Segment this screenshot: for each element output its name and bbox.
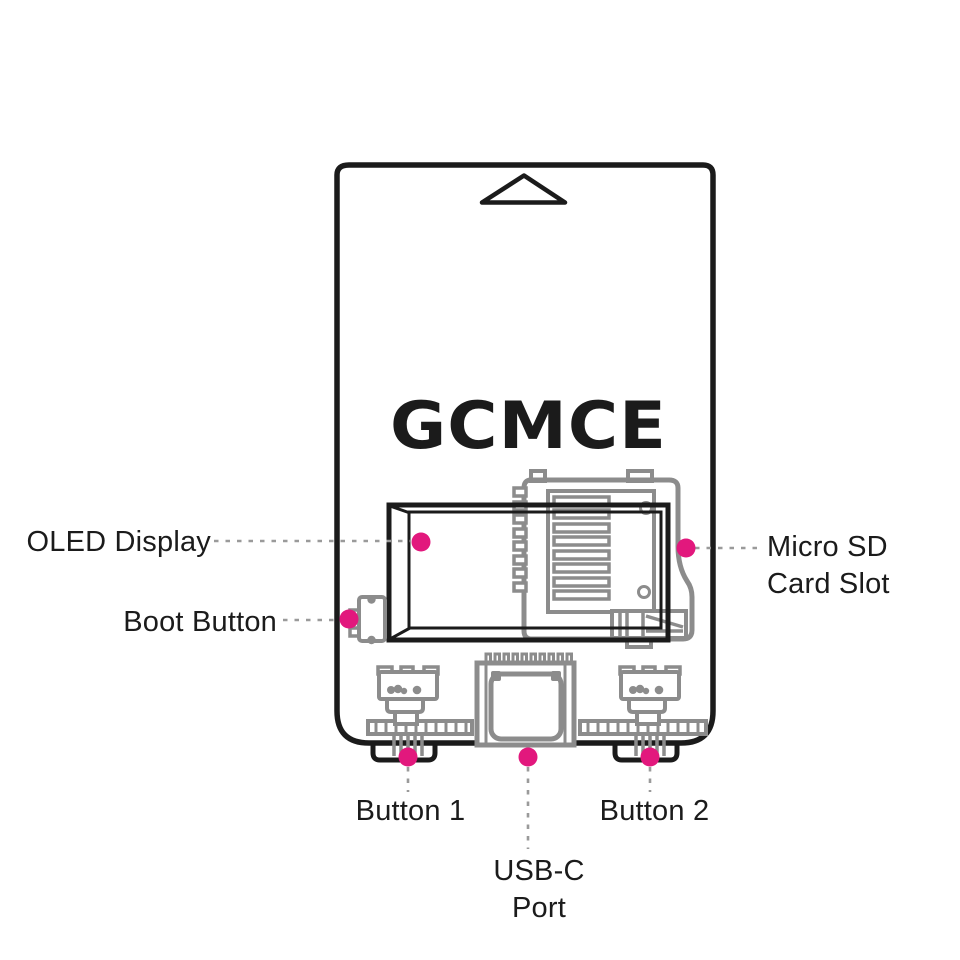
- usbc-corner-left: [491, 671, 501, 681]
- label-micro-sd: Micro SD Card Slot: [767, 529, 917, 603]
- label-micro-sd-line1: Micro SD: [767, 531, 888, 563]
- sd-detect-switch-lines: [618, 611, 684, 638]
- label-button-2: Button 2: [599, 795, 710, 827]
- label-button-1: Button 1: [355, 795, 466, 827]
- sd-body: [521, 477, 695, 642]
- rail-ticks: [586, 721, 700, 734]
- usbc-port-component: [474, 652, 577, 748]
- usbc-corner-right: [551, 671, 561, 681]
- marker-dot-oled: [411, 532, 431, 552]
- label-boot-button: Boot Button: [123, 606, 277, 638]
- brand-logo: GCMCE: [390, 389, 667, 464]
- oled-bezel-diagonals: [389, 504, 411, 641]
- boot-button-pin-bottom: [367, 635, 376, 645]
- sd-screw-bottom: [637, 585, 651, 599]
- card-outline: [334, 162, 716, 746]
- sd-inner-frame: [546, 489, 656, 614]
- sd-left-pins: [512, 486, 528, 593]
- top-triangle-notch: [479, 173, 568, 205]
- marker-dot-microsd: [676, 538, 696, 558]
- rail-ticks: [374, 721, 468, 734]
- marker-dot-button2: [640, 747, 660, 767]
- label-usb-c-port: USB-C Port: [493, 855, 585, 924]
- label-micro-sd-line2: Card Slot: [767, 568, 890, 600]
- oled-outer-frame: [386, 502, 671, 643]
- button1-rail: [366, 719, 474, 736]
- marker-dot-usbc: [518, 747, 538, 767]
- oled-inner-frame: [407, 510, 663, 630]
- label-oled-display: OLED Display: [26, 526, 211, 558]
- boot-button-pin-top: [367, 595, 376, 604]
- marker-dot-button1: [398, 747, 418, 767]
- usbc-receptacle: [488, 671, 564, 742]
- oled-display-component: [386, 502, 671, 643]
- marker-dot-boot: [339, 609, 359, 629]
- usbc-shell-walls: [484, 665, 567, 743]
